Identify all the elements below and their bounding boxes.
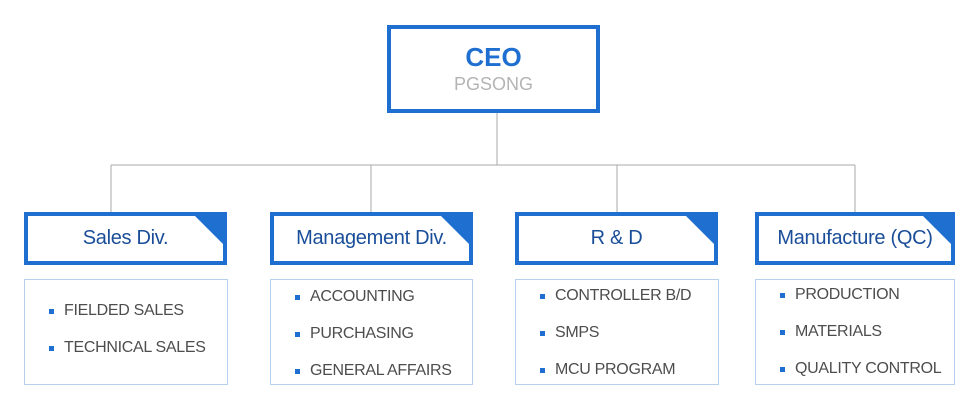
division-name: Manufacture (QC) [777,227,933,249]
bullet-icon [540,294,545,299]
list-item-label: PRODUCTION [795,286,900,303]
ceo-title: CEO [465,42,522,72]
list-item: GENERAL AFFAIRS [271,361,472,398]
list-item: CONTROLLER B/D [516,286,718,323]
list-item: PURCHASING [271,324,472,361]
list-item: TECHNICAL SALES [25,338,227,375]
corner-triangle [440,216,469,245]
list-item-label: SMPS [555,324,600,341]
list-item: QUALITY CONTROL [756,359,954,396]
list-item-label: ACCOUNTING [310,288,415,305]
corner-triangle [685,216,714,245]
ceo-box: CEO PGSONG [387,25,600,113]
bullet-icon [295,295,300,300]
list-item-label: MCU PROGRAM [555,361,676,378]
management-division-heading: Management Div. [270,212,473,265]
list-item-label: PURCHASING [310,325,414,342]
list-item: MCU PROGRAM [516,360,718,397]
sales-division-list: FIELDED SALES TECHNICAL SALES [24,279,228,385]
management-division-list: ACCOUNTING PURCHASING GENERAL AFFAIRS [270,279,473,385]
bullet-icon [780,367,785,372]
rnd-division-list: CONTROLLER B/D SMPS MCU PROGRAM [515,279,719,385]
manufacture-division-list: PRODUCTION MATERIALS QUALITY CONTROL [755,279,955,385]
sales-division-heading: Sales Div. [24,212,227,265]
list-item: FIELDED SALES [25,301,227,338]
bullet-icon [780,330,785,335]
list-item-label: FIELDED SALES [64,302,184,319]
list-item-label: MATERIALS [795,323,882,340]
bullet-icon [540,368,545,373]
list-item-label: CONTROLLER B/D [555,287,692,304]
bullet-icon [49,346,54,351]
division-name: R & D [590,227,643,249]
rnd-division-heading: R & D [515,212,718,265]
division-name: Management Div. [296,227,447,249]
bullet-icon [49,309,54,314]
corner-triangle [194,216,223,245]
division-name: Sales Div. [82,227,169,249]
list-item-label: GENERAL AFFAIRS [310,362,452,379]
bullet-icon [540,331,545,336]
list-item: PRODUCTION [756,285,954,322]
list-item-label: TECHNICAL SALES [64,339,206,356]
bullet-icon [295,369,300,374]
list-item: SMPS [516,323,718,360]
bullet-icon [295,332,300,337]
list-item-label: QUALITY CONTROL [795,360,942,377]
list-item: ACCOUNTING [271,287,472,324]
ceo-name: PGSONG [453,74,533,94]
corner-triangle [922,216,951,245]
list-item: MATERIALS [756,322,954,359]
manufacture-division-heading: Manufacture (QC) [755,212,955,265]
bullet-icon [780,293,785,298]
